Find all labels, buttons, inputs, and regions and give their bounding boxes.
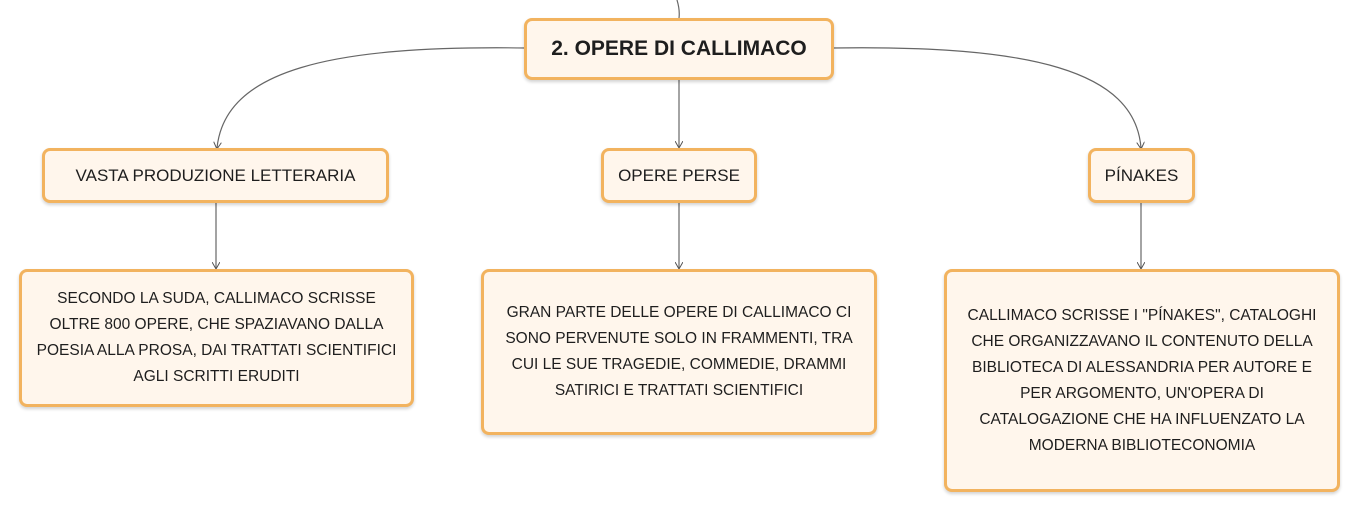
branch-label: OPERE PERSE: [618, 165, 740, 185]
detail-node-opere-perse[interactable]: GRAN PARTE DELLE OPERE DI CALLIMACO CI S…: [481, 269, 877, 435]
detail-node-vasta-produzione[interactable]: SECONDO LA SUDA, CALLIMACO SCRISSE OLTRE…: [19, 269, 414, 407]
detail-text: CALLIMACO SCRISSE I "PÍNAKES", CATALOGHI…: [967, 306, 1317, 454]
branch-node-opere-perse[interactable]: OPERE PERSE: [601, 148, 757, 203]
root-node[interactable]: 2. OPERE DI CALLIMACO: [524, 18, 834, 80]
branch-label: PÍNAKES: [1104, 165, 1179, 185]
incoming-connector: [676, 0, 680, 19]
branch-node-vasta-produzione[interactable]: VASTA PRODUZIONE LETTERARIA: [42, 148, 389, 203]
connector-root-to-branch-1: [217, 47, 527, 148]
branch-node-pinakes[interactable]: PÍNAKES: [1088, 148, 1195, 203]
detail-text: SECONDO LA SUDA, CALLIMACO SCRISSE OLTRE…: [36, 290, 397, 385]
detail-text: GRAN PARTE DELLE OPERE DI CALLIMACO CI S…: [505, 304, 853, 399]
detail-node-pinakes[interactable]: CALLIMACO SCRISSE I "PÍNAKES", CATALOGHI…: [944, 269, 1340, 492]
branch-label: VASTA PRODUZIONE LETTERARIA: [75, 165, 356, 185]
root-label: 2. OPERE DI CALLIMACO: [551, 37, 807, 60]
connector-root-to-branch-3: [831, 47, 1141, 148]
